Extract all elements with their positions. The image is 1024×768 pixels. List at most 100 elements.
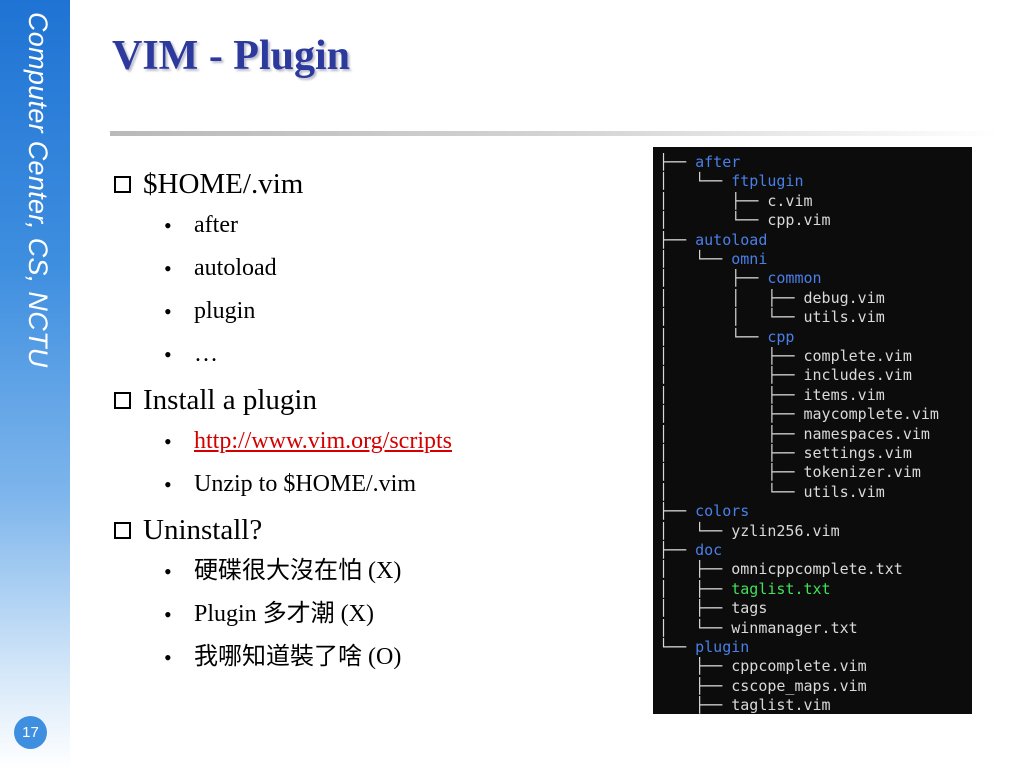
tree-file: debug.vim bbox=[803, 288, 885, 307]
tree-file: namespaces.vim bbox=[803, 424, 930, 443]
list-item: • autoload bbox=[112, 247, 632, 290]
bullet-dot-icon: • bbox=[164, 299, 172, 324]
list-item: •after bbox=[112, 204, 632, 247]
section: $HOME/.vim•after•autoload•plugin•… bbox=[112, 164, 632, 376]
tree-branch: │ ├── bbox=[659, 579, 732, 598]
tree-branch: │ └── bbox=[659, 618, 732, 637]
tree-branch: │ └── bbox=[659, 250, 732, 268]
sidebar-banner: Computer Center, CS, NCTU bbox=[0, 0, 70, 768]
list-item: •… bbox=[112, 333, 632, 376]
tree-branch: │ ├── bbox=[659, 269, 768, 288]
list-item-text: … bbox=[194, 341, 218, 367]
tree-row: ├── autoload bbox=[659, 231, 767, 250]
tree-branch: │ ├── bbox=[659, 444, 804, 462]
tree-branch: ├── bbox=[659, 676, 732, 695]
tree-file: cppcomplete.vim bbox=[731, 657, 867, 676]
tree-branch: ├── bbox=[659, 541, 696, 559]
bullet-dot-icon: • bbox=[164, 559, 172, 584]
section-heading: $HOME/.vim bbox=[112, 164, 632, 204]
tree-directory: after bbox=[695, 153, 741, 171]
checkbox-bullet-icon bbox=[114, 391, 131, 409]
list-item-text: 硬碟很大沒在怕 (X) bbox=[194, 558, 402, 584]
tree-row: ├── doc bbox=[659, 541, 722, 560]
bullet-dot-icon: • bbox=[164, 645, 172, 670]
tree-row: │ ├── settings.vim bbox=[659, 444, 912, 463]
list-item[interactable]: • http://www.vim.org/scripts bbox=[112, 420, 632, 463]
tree-branch: ├── bbox=[659, 230, 696, 249]
tree-file: c.vim bbox=[767, 191, 813, 210]
tree-row: │ └── cpp.vim bbox=[659, 211, 831, 230]
bullet-dot-icon: • bbox=[164, 472, 172, 497]
tree-branch: ├── bbox=[659, 153, 696, 171]
tree-row: │ ├── c.vim bbox=[659, 192, 813, 211]
tree-branch: ├── bbox=[659, 657, 732, 676]
tree-branch: ├── bbox=[659, 696, 732, 714]
tree-branch: │ └── bbox=[659, 521, 732, 540]
tree-file: includes.vim bbox=[803, 366, 912, 385]
tree-row: │ └── winmanager.txt bbox=[659, 619, 858, 638]
directory-tree-screenshot: ├── after│ └── ftplugin│ ├── c.vim│ └── … bbox=[653, 147, 972, 714]
tree-branch: │ ├── bbox=[659, 191, 768, 210]
section-heading-text: Uninstall? bbox=[143, 513, 263, 546]
list-item-text: autoload bbox=[194, 255, 277, 281]
tree-file: omnicppcomplete.txt bbox=[731, 560, 903, 579]
tree-directory: colors bbox=[695, 502, 750, 521]
section: Install a plugin•http://www.vim.org/scri… bbox=[112, 380, 632, 506]
section-heading: Uninstall? bbox=[112, 510, 632, 550]
bullet-dot-icon: • bbox=[164, 342, 172, 367]
tree-row: │ ├── includes.vim bbox=[659, 366, 912, 385]
tree-row: │ ├── omnicppcomplete.txt bbox=[659, 560, 903, 579]
tree-row: │ │ ├── debug.vim bbox=[659, 289, 885, 308]
sidebar-text: Computer Center, CS, NCTU bbox=[23, 12, 53, 368]
tree-row: │ └── omni bbox=[659, 250, 767, 269]
tree-branch: └── bbox=[659, 638, 696, 656]
list-item-text: plugin bbox=[194, 298, 256, 324]
tree-row: │ ├── common bbox=[659, 269, 822, 288]
tree-directory: ftplugin bbox=[731, 172, 804, 191]
tree-row: │ ├── items.vim bbox=[659, 386, 885, 405]
tree-row: │ ├── tokenizer.vim bbox=[659, 463, 921, 482]
list-item: •Plugin 多才潮 (X) bbox=[112, 593, 632, 636]
tree-file: taglist.txt bbox=[731, 579, 831, 598]
tree-file: settings.vim bbox=[803, 444, 912, 462]
tree-row: │ └── utils.vim bbox=[659, 483, 885, 502]
title-divider bbox=[110, 131, 1000, 136]
bullet-dot-icon: • bbox=[164, 256, 172, 281]
section-heading-text: $HOME/.vim bbox=[143, 167, 304, 200]
list-item: • plugin bbox=[112, 290, 632, 333]
list-item-text: Plugin 多才潮 (X) bbox=[194, 601, 374, 627]
tree-row: ├── cscope_maps.vim bbox=[659, 677, 867, 696]
tree-branch: ├── bbox=[659, 502, 696, 521]
list-item: • Unzip to $HOME/.vim bbox=[112, 463, 632, 506]
list-item: •我哪知道裝了啥 (O) bbox=[112, 636, 632, 679]
bullet-dot-icon: • bbox=[164, 429, 172, 454]
tree-row: │ ├── tags bbox=[659, 599, 767, 618]
tree-file: utils.vim bbox=[803, 482, 885, 501]
tree-file: tags bbox=[731, 599, 768, 618]
tree-row: ├── taglist.vim bbox=[659, 696, 830, 714]
list-item: • 硬碟很大沒在怕 (X) bbox=[112, 550, 632, 593]
tree-row: │ └── ftplugin bbox=[659, 172, 804, 191]
slide-title: VIM - Plugin bbox=[112, 33, 351, 79]
tree-branch: │ └── bbox=[659, 172, 732, 191]
page-number: 17 bbox=[14, 716, 47, 749]
tree-file: yzlin256.vim bbox=[731, 521, 840, 540]
tree-directory: autoload bbox=[695, 230, 768, 249]
tree-branch: │ ├── bbox=[659, 424, 804, 443]
tree-row: │ │ └── utils.vim bbox=[659, 308, 885, 327]
tree-file: cpp.vim bbox=[767, 211, 831, 230]
tree-branch: │ │ ├── bbox=[659, 288, 804, 307]
list-item-text: after bbox=[194, 212, 238, 238]
scripts-link[interactable]: http://www.vim.org/scripts bbox=[194, 428, 452, 454]
tree-branch: │ ├── bbox=[659, 463, 804, 482]
tree-row: │ ├── namespaces.vim bbox=[659, 425, 930, 444]
bullet-list: • http://www.vim.org/scripts • Unzip to $HO… bbox=[112, 420, 632, 506]
tree-row: ├── after bbox=[659, 153, 740, 172]
checkbox-bullet-icon bbox=[114, 175, 131, 193]
tree-file: winmanager.txt bbox=[731, 618, 858, 637]
list-item-text: Unzip to $HOME/.vim bbox=[194, 471, 416, 497]
tree-row: │ ├── taglist.txt bbox=[659, 580, 831, 599]
tree-row: │ └── cpp bbox=[659, 328, 794, 347]
tree-branch: │ ├── bbox=[659, 385, 804, 404]
tree-directory: plugin bbox=[695, 638, 750, 656]
